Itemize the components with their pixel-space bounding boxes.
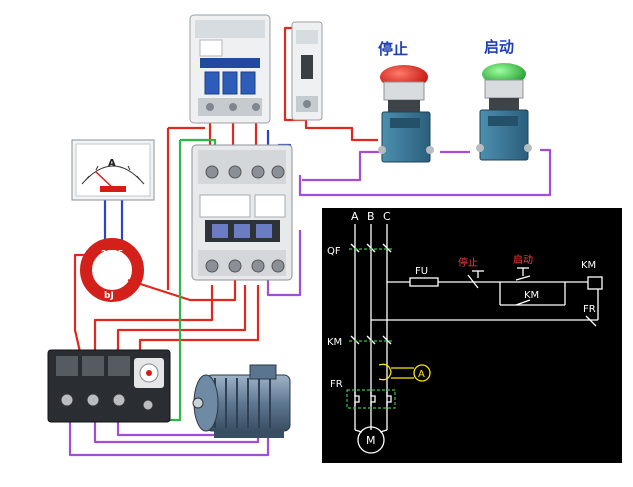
thermal-overload-relay — [47, 349, 171, 423]
stop-button: 停止 — [378, 40, 434, 163]
wire-purple-stop-link — [302, 150, 380, 182]
wire-red-down2 — [116, 285, 247, 350]
wire-purple-bottom — [68, 420, 270, 457]
wire-purple-buttons — [298, 148, 552, 197]
start-button-label: 启动 — [484, 38, 514, 56]
wire-red-down3 — [138, 285, 260, 352]
schematic-fr-contact-label: FR — [583, 304, 596, 315]
motor — [192, 364, 291, 438]
start-button: 启动 — [476, 38, 532, 161]
schematic-start-label: 启动 — [513, 253, 533, 266]
wire-red-breaker-to-stop — [304, 118, 378, 142]
schematic-phase-b: B — [367, 210, 375, 223]
contactor — [191, 144, 293, 281]
schematic-phase-c: C — [383, 210, 391, 223]
schematic-ammeter-label: A — [418, 369, 425, 380]
current-transformer: 2125 bJ — [80, 238, 144, 302]
schematic-hold-label: KM — [524, 290, 539, 301]
schematic-motor-label: M — [366, 434, 376, 447]
schematic-phase-a: A — [351, 210, 359, 223]
schematic-qf-label: QF — [327, 246, 341, 257]
three-pole-breaker — [189, 14, 271, 124]
schematic-fr-label: FR — [330, 379, 343, 390]
ct-top-label: 2125 — [101, 249, 124, 258]
wire-red-down1 — [93, 285, 214, 350]
single-pole-breaker — [291, 21, 323, 121]
schematic-km-label: KM — [327, 337, 342, 348]
schematic-coil-label: KM — [581, 260, 596, 271]
ct-bottom-label: bJ — [104, 291, 114, 301]
ammeter: A — [71, 139, 155, 201]
stop-button-label: 停止 — [378, 40, 408, 58]
ammeter-scale-label: A — [108, 158, 116, 169]
schematic-fu-label: FU — [415, 266, 428, 277]
schematic-stop-label: 停止 — [458, 256, 478, 269]
schematic-panel: A B C — [322, 208, 622, 463]
wire-purple-right — [266, 230, 302, 297]
